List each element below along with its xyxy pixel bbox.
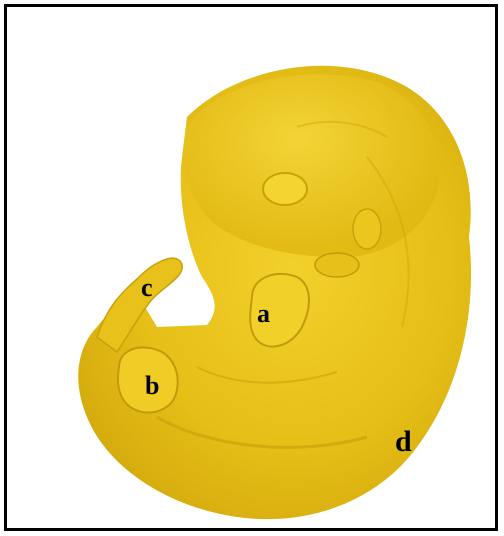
label-a: a — [257, 301, 270, 327]
eye-bump — [263, 173, 307, 205]
figure-frame: a b c d — [4, 4, 498, 531]
label-d: d — [395, 427, 412, 457]
label-b: b — [145, 373, 159, 399]
embryo-photo — [7, 7, 501, 534]
label-c: c — [141, 275, 153, 301]
